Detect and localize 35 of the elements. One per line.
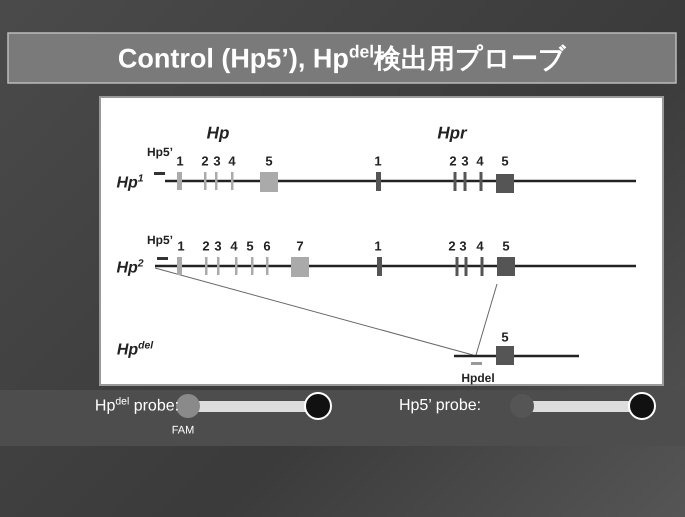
exon-number: 1 <box>176 154 184 168</box>
exon-number: 2 <box>201 154 209 168</box>
exon-number: 3 <box>459 240 467 252</box>
title: Control (Hp5’), Hp$^{del}$検出用プローブ <box>118 44 566 72</box>
exon-number: 4 <box>230 240 238 252</box>
exon-number: 4 <box>228 154 236 168</box>
gene-name: Hpr <box>437 124 467 142</box>
exon-number: 2 <box>448 240 456 252</box>
exon-number: 2 <box>449 154 457 168</box>
allele-label: Hp$^{1}$ <box>116 174 144 192</box>
exon-number: 2 <box>202 240 210 252</box>
probe-label: Hpdel <box>461 372 495 384</box>
exon-number: 3 <box>461 154 469 168</box>
gene-name: Hp <box>206 124 230 142</box>
exon-number: 4 <box>476 154 484 168</box>
exon-number: 4 <box>476 240 484 252</box>
allele-label: Hp$^{2}$ <box>116 259 144 277</box>
exon-number: 5 <box>502 240 510 252</box>
exon-number: 1 <box>177 240 185 252</box>
exon-number: 1 <box>374 240 382 252</box>
exon-number: 5 <box>501 330 509 344</box>
exon-number: 3 <box>214 240 222 252</box>
exon-number: 5 <box>265 154 273 168</box>
probe-label: Hp5’ <box>147 146 173 158</box>
probe-label: Hp5’ <box>147 234 173 246</box>
exon-number: 7 <box>296 240 304 252</box>
dye-label: FAM <box>172 426 194 436</box>
exon-number: 5 <box>501 154 509 168</box>
probe-name-label: Hp$^{del}$ probe: <box>94 397 180 415</box>
probe-name-label: Hp5’ probe: <box>398 398 482 414</box>
exon-number: 3 <box>213 154 221 168</box>
exon-number: 1 <box>374 154 382 168</box>
exon-number: 5 <box>246 240 254 252</box>
exon-number: 6 <box>263 240 271 252</box>
allele-label: Hp$^{del}$ <box>116 341 154 359</box>
